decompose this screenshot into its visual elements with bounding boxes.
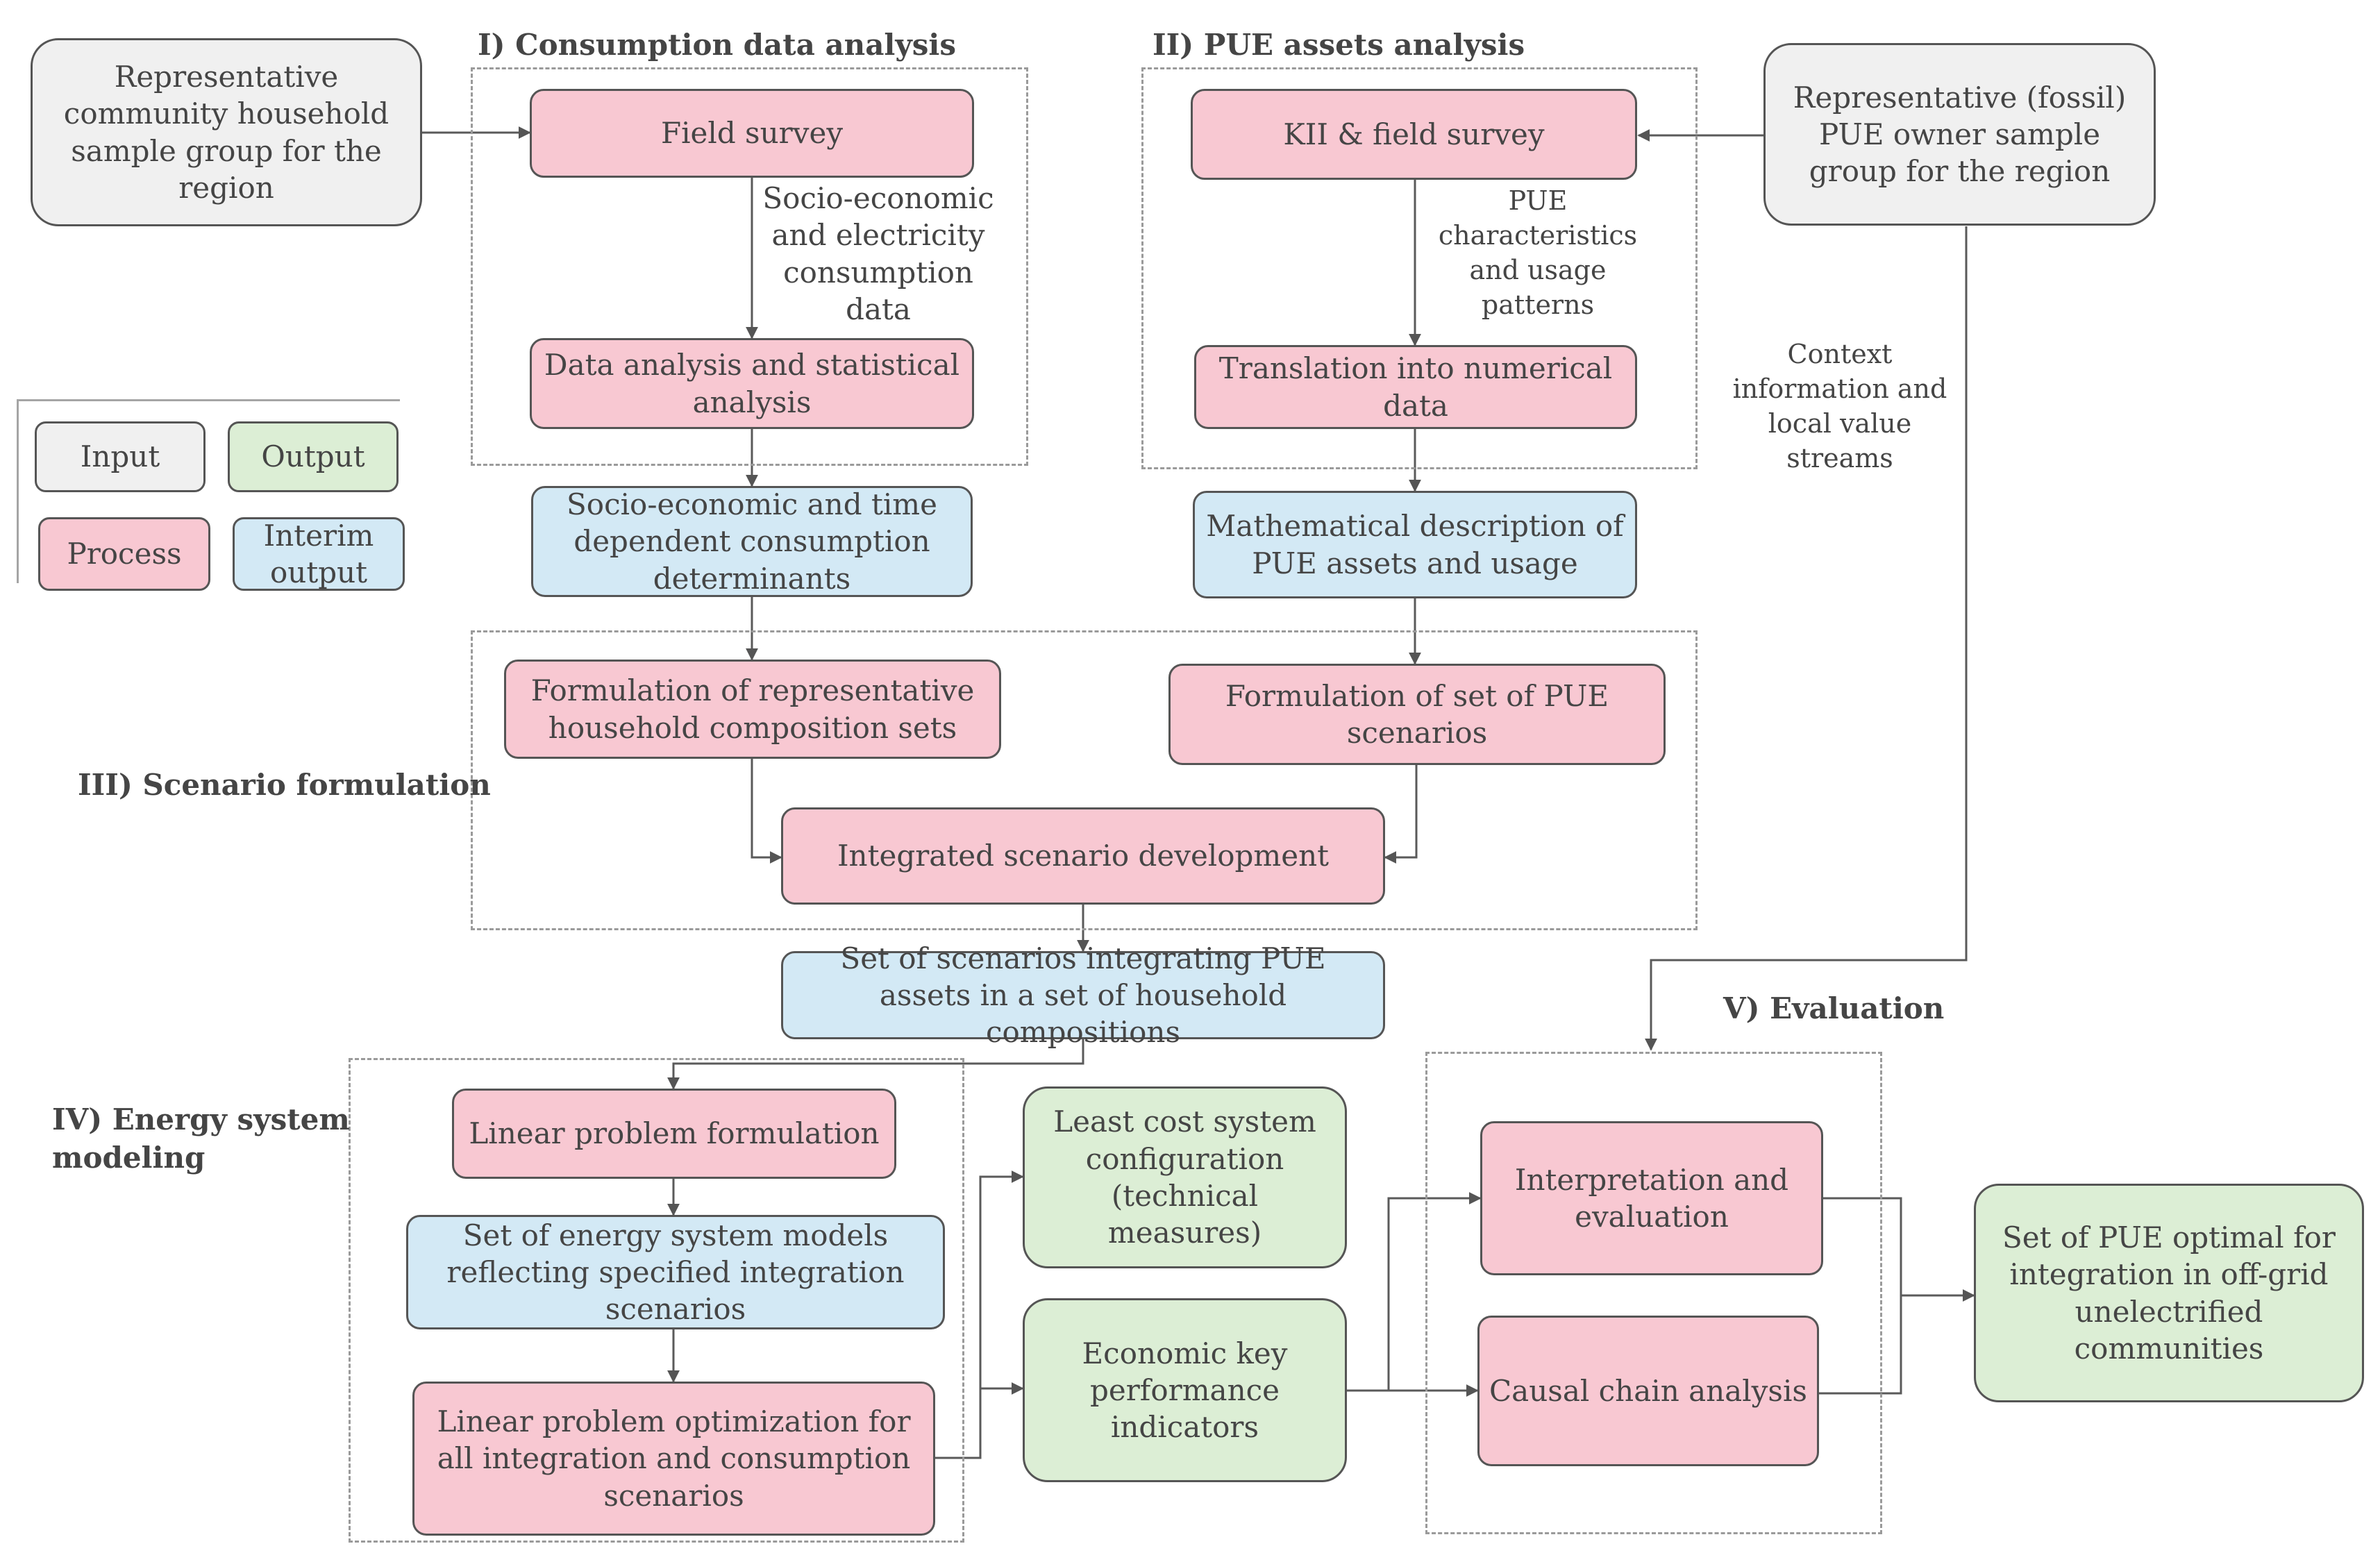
integrated-scenario-process: Integrated scenario development [781,807,1385,905]
least-cost-configuration-output: Least cost system configuration (technic… [1023,1086,1347,1268]
lp-formulation-process: Linear problem formulation [452,1089,896,1179]
pue-scenarios-process: Formulation of set of PUE scenarios [1168,664,1666,765]
legend-input: Input [35,421,206,492]
causal-chain-process: Causal chain analysis [1477,1316,1819,1466]
economic-kpi-output: Economic key performance indicators [1023,1298,1347,1482]
household-composition-sets-process: Formulation of representative household … [504,660,1001,759]
section-frame-evaluation [1425,1052,1882,1534]
legend-divider-vertical [17,399,19,583]
section-title-scenario: III) Scenario formulation [78,768,491,802]
section-title-consumption: I) Consumption data analysis [478,28,957,62]
kii-field-survey-process: KII & field survey [1191,89,1637,180]
section-frame-pue [1141,67,1698,469]
arrow-interpretation-to-final [1823,1197,1975,1302]
arrow-pue-owner-to-evaluation [1645,226,1968,1051]
field-survey-process: Field survey [530,89,974,178]
optimal-pue-set-output: Set of PUE optimal for integration in of… [1974,1184,2364,1402]
section-title-pue: II) PUE assets analysis [1153,28,1525,62]
legend-output: Output [228,421,399,492]
household-sample-input: Representative community household sampl… [31,38,422,226]
arrow-household-sets-to-integrated [751,759,782,864]
section-title-evaluation: V) Evaluation [1723,991,1945,1025]
lp-optimization-process: Linear problem optimization for all inte… [412,1382,935,1536]
arrow-scenario-set-to-lp-formulation [667,1039,1084,1090]
section-title-energy: IV) Energy system modeling [52,1102,350,1175]
legend-process: Process [38,517,210,591]
pue-characteristics-note: PUE characteristics and usage patterns [1438,185,1638,321]
survey-data-note: Socio-economic and electricity consumpti… [762,181,994,326]
arrow-causal-chain-to-final [1819,1295,1902,1395]
arrow-lp-optimization-to-least-cost [935,1170,1024,1459]
scenario-set-interim: Set of scenarios integrating PUE assets … [781,941,1385,1049]
interpretation-evaluation-process: Interpretation and evaluation [1480,1121,1823,1275]
legend-interim-output: Interim output [233,517,405,591]
legend-divider [17,399,400,401]
section-frame-energy [349,1058,964,1543]
energy-system-models-interim: Set of energy system models reflecting s… [406,1215,945,1329]
consumption-determinants-interim: Socio-economic and time dependent consum… [531,486,973,597]
arrow-kpi-to-interpretation [1347,1192,1482,1392]
pue-owner-sample-input: Representative (fossil) PUE owner sample… [1763,43,2156,226]
arrow-pue-scenarios-to-integrated [1384,765,1418,864]
translation-process: Translation into numerical data [1194,345,1637,429]
context-information-note: Context information and local value stre… [1732,339,1947,474]
section-frame-consumption [471,67,1028,466]
data-analysis-process: Data analysis and statistical analysis [530,338,974,429]
pue-math-description-interim: Mathematical description of PUE assets a… [1193,491,1637,598]
section-frame-scenario [471,630,1698,930]
